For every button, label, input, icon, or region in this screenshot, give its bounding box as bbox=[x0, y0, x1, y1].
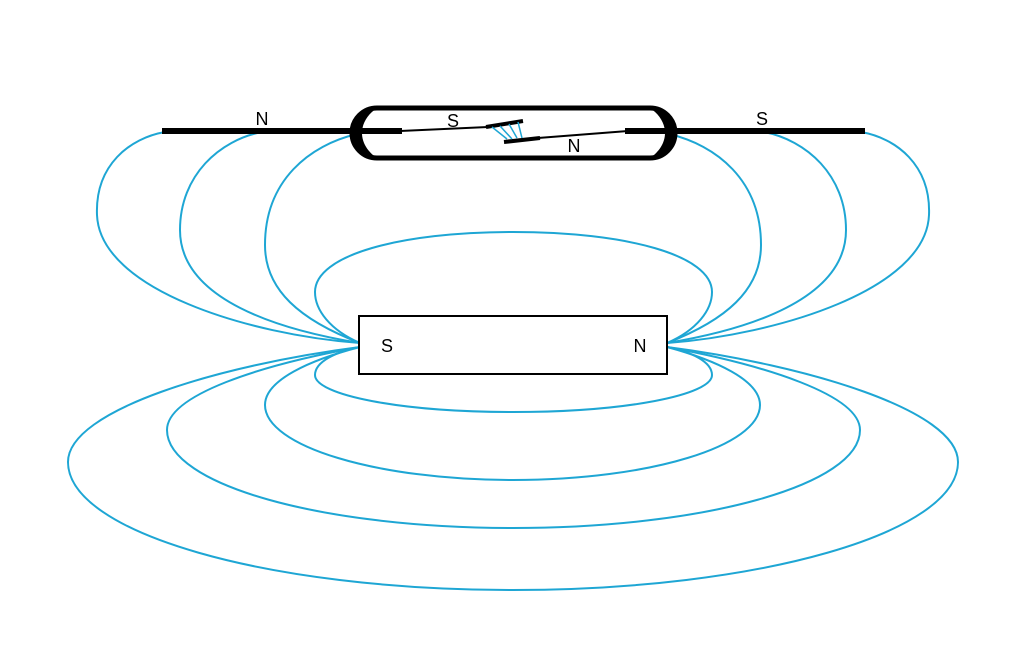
field-line bbox=[165, 346, 862, 530]
field-line bbox=[95, 131, 361, 344]
field-line bbox=[313, 346, 714, 414]
field-line bbox=[263, 346, 762, 482]
lower-reed-shank bbox=[537, 130, 629, 139]
upper-reed-pole-label: S bbox=[447, 111, 459, 131]
upper-field-lines-left bbox=[95, 131, 361, 344]
field-line bbox=[499, 125, 513, 140]
right-lead-pole-label: S bbox=[756, 109, 768, 129]
upper-reed-shank bbox=[399, 126, 489, 132]
field-line bbox=[491, 126, 508, 140]
glass-envelope-right-end bbox=[650, 108, 677, 158]
field-line bbox=[666, 131, 931, 344]
field-line bbox=[666, 133, 763, 344]
field-line bbox=[66, 346, 960, 592]
magnet-left-pole-label: S bbox=[381, 336, 393, 356]
field-line bbox=[666, 131, 848, 344]
reed-switch: N S S N bbox=[162, 105, 865, 161]
field-line bbox=[517, 121, 523, 139]
magnet-body bbox=[358, 315, 668, 375]
upper-reed-blade bbox=[485, 119, 524, 129]
bar-magnet: S N bbox=[358, 315, 668, 375]
field-line bbox=[178, 131, 361, 344]
field-line-inner-loop bbox=[313, 230, 714, 344]
field-line bbox=[508, 123, 518, 139]
lower-reed-pole-label: N bbox=[568, 136, 581, 156]
gap-field-lines bbox=[491, 121, 523, 140]
upper-field-lines-right bbox=[666, 131, 931, 344]
field-line bbox=[263, 133, 361, 344]
lower-field-lines bbox=[66, 346, 960, 592]
magnet-right-pole-label: N bbox=[634, 336, 647, 356]
glass-envelope-left-end bbox=[350, 108, 377, 158]
upper-field-lines bbox=[95, 131, 931, 344]
left-lead-pole-label: N bbox=[256, 109, 269, 129]
lower-reed-blade bbox=[503, 136, 541, 144]
